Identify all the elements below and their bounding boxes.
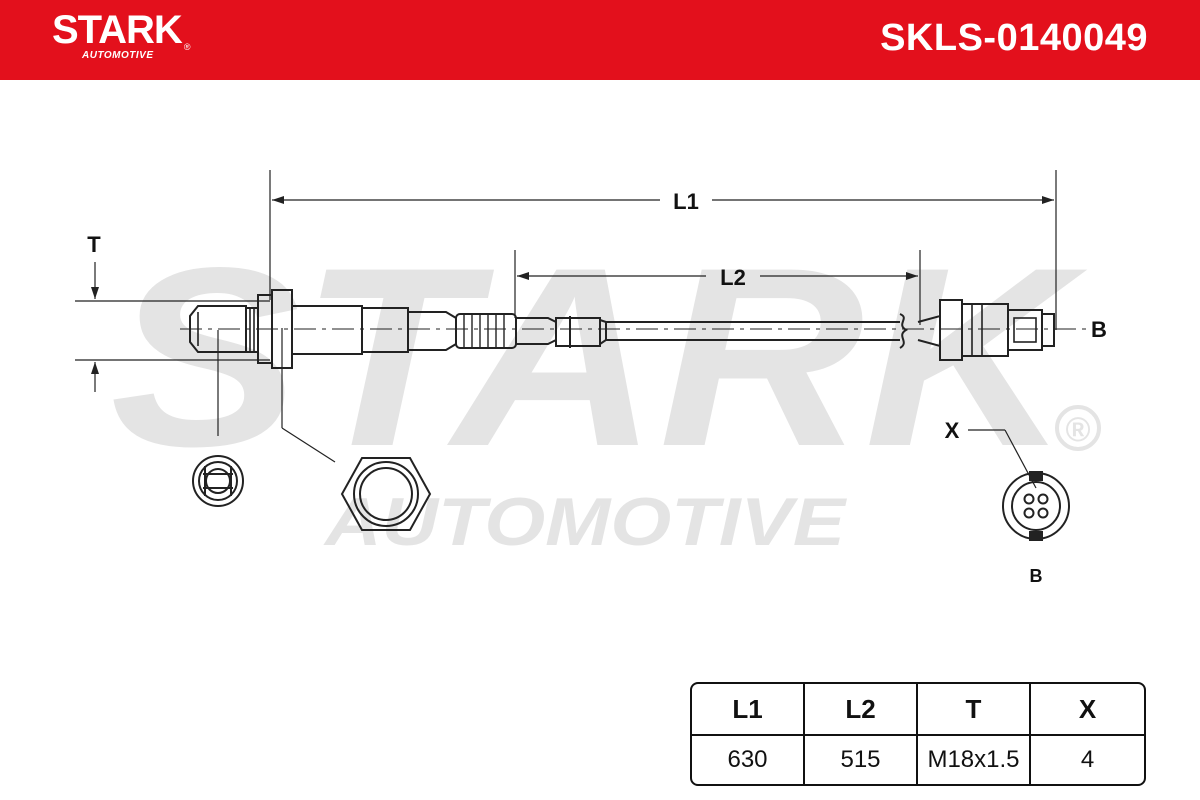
cable-break-symbol bbox=[899, 313, 908, 349]
t-arrow-top bbox=[91, 287, 99, 299]
label-b-bottom: B bbox=[1030, 566, 1043, 586]
l1-arrow-left bbox=[272, 196, 284, 204]
spec-header-l2: L2 bbox=[805, 684, 918, 736]
watermark-brand: STARK bbox=[110, 215, 1088, 500]
tip-end-view bbox=[192, 455, 244, 507]
logo-subtitle: AUTOMOTIVE bbox=[82, 50, 154, 61]
spec-table-value-row: 630 515 M18x1.5 4 bbox=[692, 736, 1144, 784]
spec-value-l1: 630 bbox=[692, 736, 805, 784]
watermark: STARK AUTOMOTIVE ® bbox=[110, 215, 1101, 560]
l2-arrow-left bbox=[517, 272, 529, 280]
part-number: SKLS-0140049 bbox=[880, 17, 1148, 59]
stark-logo: STARK® AUTOMOTIVE bbox=[52, 8, 191, 61]
spec-header-x: X bbox=[1031, 684, 1144, 736]
spec-value-x: 4 bbox=[1080, 746, 1095, 773]
sensor-tip bbox=[189, 305, 247, 353]
logo-text: STARK bbox=[52, 8, 183, 52]
spec-value-t: M18x1.5 bbox=[918, 736, 1031, 784]
cable-sleeve-end bbox=[599, 319, 607, 345]
spec-header-t: T bbox=[918, 684, 1031, 736]
label-l2: L2 bbox=[720, 265, 746, 290]
l1-arrow-right bbox=[1042, 196, 1054, 204]
watermark-subtitle: AUTOMOTIVE bbox=[323, 484, 848, 560]
label-b-right: B bbox=[1091, 317, 1107, 342]
hex-end-view bbox=[340, 457, 432, 531]
sensor-boot-ribs bbox=[463, 314, 505, 348]
t-arrow-bottom bbox=[91, 362, 99, 374]
spec-table-header-row: L1 L2 T X bbox=[692, 684, 1144, 736]
label-x: X bbox=[945, 418, 960, 443]
connector-end-view bbox=[1002, 471, 1070, 541]
header-bar: STARK® AUTOMOTIVE SKLS-0140049 bbox=[0, 0, 1200, 80]
label-t: T bbox=[87, 232, 101, 257]
logo-registered-mark: ® bbox=[183, 42, 191, 52]
label-l1: L1 bbox=[673, 189, 699, 214]
watermark-registered-mark: ® bbox=[1065, 411, 1090, 449]
spec-table: L1 L2 T X 630 515 M18x1.5 4 bbox=[690, 682, 1146, 786]
spec-header-l1: L1 bbox=[692, 684, 805, 736]
l2-arrow-right bbox=[906, 272, 918, 280]
spec-value-l2: 515 bbox=[805, 736, 918, 784]
cable-sleeve bbox=[555, 317, 601, 347]
watermark-registered-circle bbox=[1055, 405, 1101, 451]
